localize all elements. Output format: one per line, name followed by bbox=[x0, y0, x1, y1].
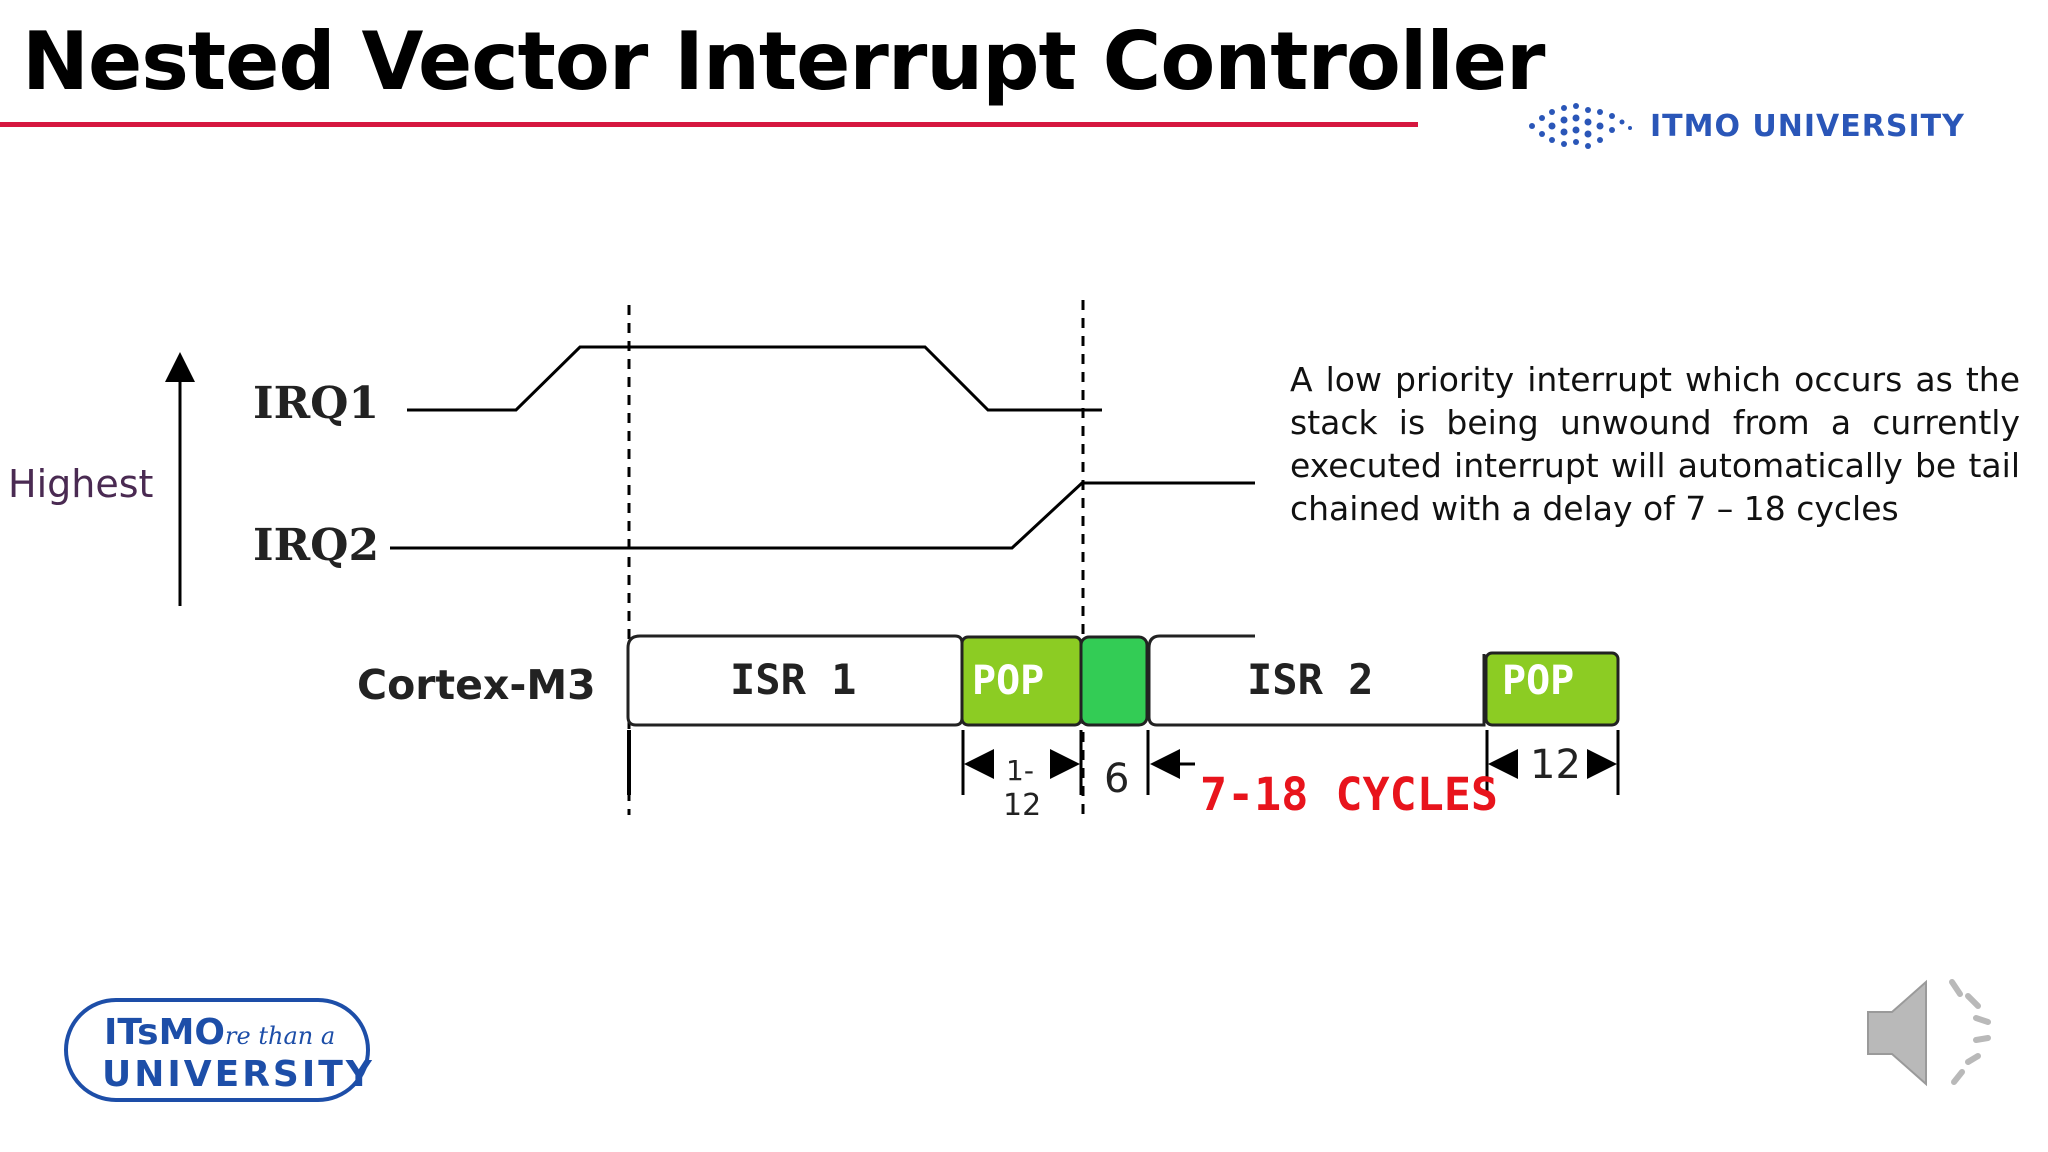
pop1-cycles-bottom: 12 bbox=[1003, 788, 1041, 823]
isr1-label: ISR 1 bbox=[730, 655, 856, 704]
total-cycles-label: 7-18 CYCLES bbox=[1200, 768, 1498, 821]
tail-chain-cycles: 6 bbox=[1104, 756, 1129, 802]
pop2-label: POP bbox=[1502, 658, 1574, 704]
footer-logo: ITsMOre than a UNIVERSITY bbox=[64, 998, 372, 1102]
tail-chain-block bbox=[1079, 635, 1149, 727]
slide-title: Nested Vector Interrupt Controller bbox=[22, 15, 1545, 108]
pop1-cycles-top: 1- bbox=[1006, 754, 1034, 787]
priority-axis-label: Highest bbox=[8, 462, 153, 506]
footer-logo-script: re than a bbox=[225, 1022, 336, 1050]
footer-logo-line1: ITsMO bbox=[104, 1012, 226, 1053]
speaker-icon[interactable] bbox=[1864, 968, 1994, 1098]
cortex-m3-label: Cortex-M3 bbox=[357, 661, 596, 709]
irq2-label: IRQ2 bbox=[253, 520, 379, 571]
header-logo-text: ITMO UNIVERSITY bbox=[1650, 108, 1965, 144]
irq1-label: IRQ1 bbox=[253, 378, 379, 429]
irq2-waveform bbox=[390, 481, 1255, 550]
isr2-block bbox=[1147, 634, 1486, 727]
header-logo: ITMO UNIVERSITY bbox=[1524, 98, 1965, 154]
irq1-waveform bbox=[407, 345, 1102, 412]
pop2-block bbox=[1484, 651, 1620, 727]
pop1-label: POP bbox=[972, 658, 1044, 704]
title-underline bbox=[0, 122, 1418, 127]
isr2-label: ISR 2 bbox=[1247, 655, 1373, 704]
pop2-cycles: 12 bbox=[1530, 742, 1581, 788]
tail-chaining-description: A low priority interrupt which occurs as… bbox=[1290, 360, 2020, 528]
isr1-block bbox=[626, 634, 964, 727]
footer-logo-line2: UNIVERSITY bbox=[102, 1054, 375, 1095]
dotted-logo-icon bbox=[1529, 103, 1632, 149]
